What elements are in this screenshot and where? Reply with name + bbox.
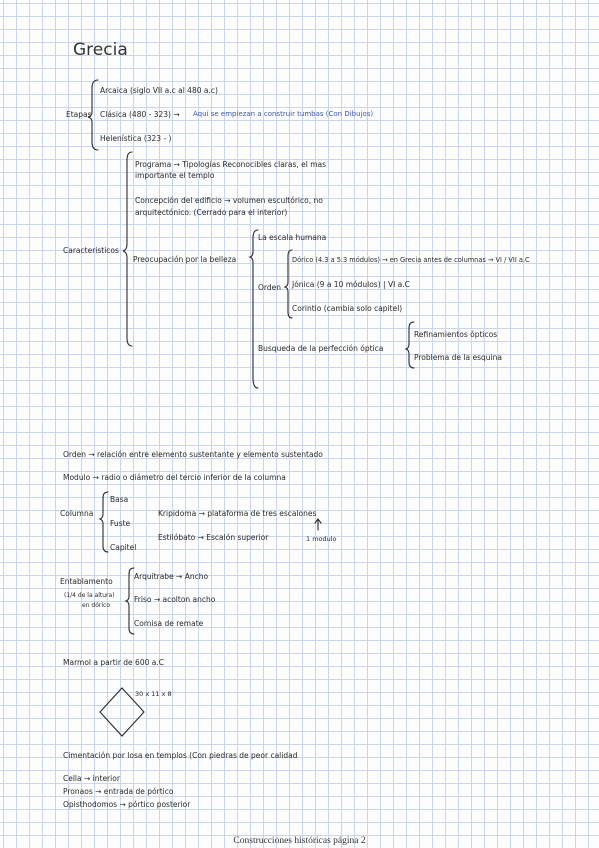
entablamento-friso: Friso → acolton ancho	[134, 595, 216, 604]
definicion-orden: Orden → relación entre elemento sustenta…	[63, 450, 323, 459]
busqueda-brace	[404, 321, 415, 369]
columna-fuste: Fuste	[110, 519, 131, 528]
orden-label: Orden	[258, 283, 281, 292]
entablamento-label: Entablamento	[60, 577, 113, 586]
orden-corintio: Corintio (cambia solo capitel)	[292, 304, 403, 313]
programa-line-2: importante el templo	[135, 171, 215, 180]
entablamento-brace	[124, 567, 135, 635]
busqueda-perfeccion: Busqueda de la perfección óptica	[258, 344, 384, 353]
orden-jonica: Jónica (9 a 10 módulos) | VI a.C	[292, 280, 410, 289]
diagram-dimensions: 30 x 11 x 8	[135, 690, 172, 698]
concepcion-line-2: arquitectónico. (Cerrado para el interio…	[135, 208, 288, 217]
orden-brace	[283, 249, 293, 319]
orden-dorico: Dórico (4.3 a 5.3 módulos) → en Grecia a…	[292, 256, 530, 264]
etapa-arcaica: Arcaica (siglo VII a.c al 480 a.c)	[100, 86, 218, 95]
columna-label: Columna	[60, 509, 94, 518]
preocupacion-belleza: Preocupación por la belleza	[133, 255, 237, 264]
glossary-cella: Cella → interior	[63, 774, 120, 783]
belleza-brace	[248, 229, 259, 389]
entablamento-cornisa: Cornisa de remate	[134, 619, 204, 628]
arrow-up-icon	[314, 518, 322, 531]
columna-kripidoma: Kripidoma → plataforma de tres escalones	[158, 509, 317, 518]
columna-estilobato: Estilóbato → Escalón superior	[158, 533, 269, 542]
cimentacion-note: Cimentación por losa en templos (Con pie…	[63, 751, 298, 760]
columna-brace	[98, 491, 109, 553]
etapa-helenistica: Helenística (323 - )	[100, 134, 172, 143]
caracteristicos-label: Caracteristicos	[63, 246, 119, 255]
columna-capitel: Capitel	[110, 543, 137, 552]
marmol-note: Marmol a partir de 600 a.C	[63, 658, 164, 667]
etapa-clasica: Clásica (480 - 323) →	[100, 110, 180, 119]
etapa-clasica-note: Aquí se empiezan a construir tumbas (Con…	[193, 110, 374, 118]
glossary-pronaos: Pronaos → entrada de pórtico	[63, 787, 174, 796]
concepcion-line-1: Concepción del edificio → volumen escult…	[135, 196, 323, 205]
columna-modulo-note: 1 modulo	[306, 535, 337, 543]
programa-line-1: Programa → Tipologías Reconocibles clara…	[135, 160, 327, 169]
glossary-opisthodomos: Opisthodomos → pórtico posterior	[63, 800, 191, 809]
escala-humana: La escala humana	[258, 233, 327, 242]
entablamento-altura: (1/4 de la altura)	[64, 592, 115, 599]
definicion-modulo: Modulo → radio o diámetro del tercio inf…	[63, 473, 286, 482]
columna-basa: Basa	[110, 495, 129, 504]
busqueda-refinamientos: Refinamientos ópticos	[414, 330, 498, 339]
entablamento-arquitrabe: Arquitrabe → Ancho	[134, 572, 209, 581]
page-footer: Construcciones históricas página 2	[233, 836, 366, 846]
etapas-label: Etapas	[66, 110, 92, 119]
page-title: Grecia	[73, 40, 128, 60]
busqueda-esquina: Problema de la esquina	[414, 353, 502, 362]
caracteristicos-brace	[122, 151, 133, 347]
entablamento-dorico: en dórico	[82, 602, 110, 609]
